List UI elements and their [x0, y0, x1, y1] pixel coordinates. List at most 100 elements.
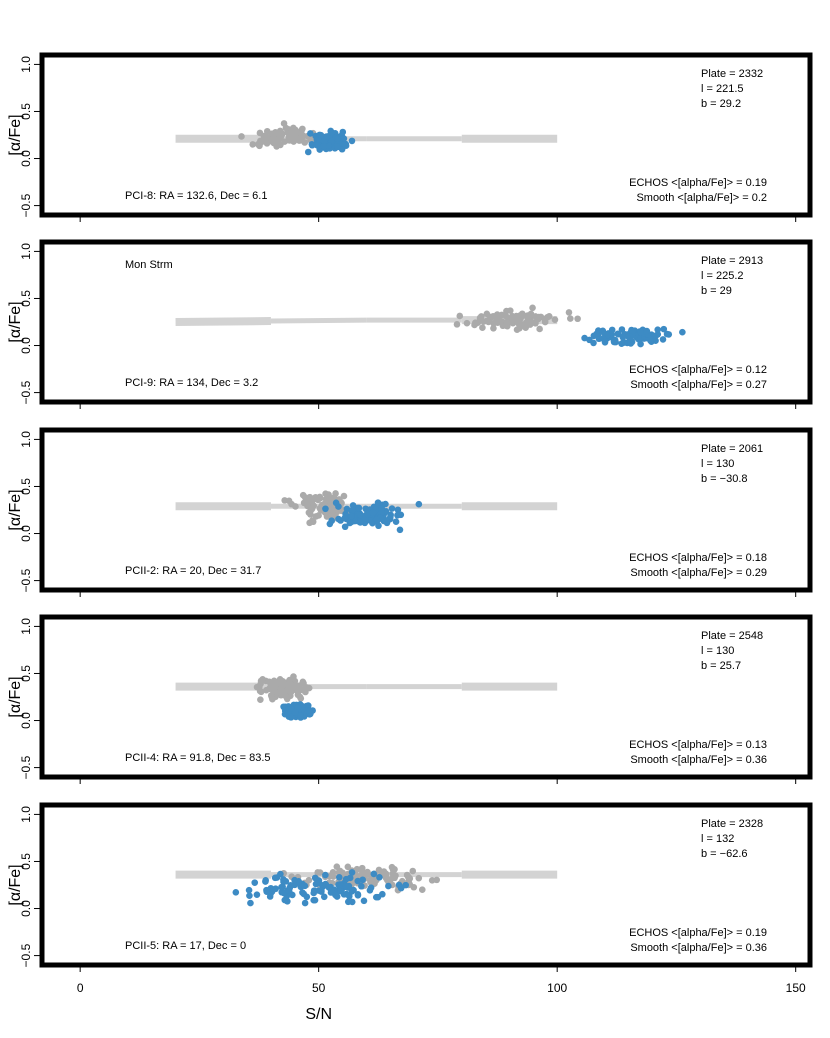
gray-point — [276, 127, 284, 135]
blue-point — [334, 143, 341, 151]
gray-point — [375, 866, 383, 874]
field-label: PCII-2: RA = 20, Dec = 31.7 — [125, 565, 261, 577]
panel-frame — [39, 239, 813, 405]
blue-point — [332, 499, 340, 507]
blue-point — [348, 888, 356, 895]
blue-point — [379, 890, 386, 898]
blue-point — [232, 889, 240, 896]
galactic-l-label: l = 130 — [701, 458, 734, 470]
gray-point — [545, 312, 553, 320]
gray-point — [522, 324, 529, 332]
blue-point — [322, 871, 329, 879]
galactic-l-label: l = 221.5 — [701, 83, 744, 95]
stream-label: Mon Strm — [125, 259, 173, 271]
plate-label: Plate = 2328 — [701, 818, 763, 830]
gray-point — [551, 316, 559, 324]
plate-label: Plate = 2913 — [701, 255, 763, 267]
gray-point — [480, 318, 488, 325]
gray-point — [418, 886, 426, 894]
blue-point — [328, 129, 336, 137]
panel-frame — [39, 802, 813, 968]
gray-point — [317, 494, 324, 502]
y-tick-label: 1.0 — [19, 243, 33, 260]
gray-point — [514, 318, 521, 326]
galactic-b-label: b = −30.8 — [701, 473, 748, 485]
blue-point — [590, 332, 598, 340]
gray-point — [506, 307, 514, 314]
blue-point — [654, 326, 662, 334]
blue-point — [395, 511, 403, 518]
gray-point — [263, 133, 271, 141]
blue-point — [247, 899, 254, 907]
blue-point — [340, 135, 348, 142]
panel-frame — [39, 427, 813, 593]
smooth-mean-label: Smooth <[alpha/Fe]> = 0.27 — [630, 379, 767, 391]
gray-point — [535, 313, 542, 321]
blue-point — [629, 327, 637, 335]
y-tick-label: 0.5 — [19, 290, 33, 307]
gray-point — [300, 679, 307, 687]
gray-point — [263, 127, 271, 135]
gray-point — [255, 683, 263, 691]
gray-point — [276, 134, 284, 142]
blue-point — [322, 505, 329, 513]
gray-point — [567, 315, 574, 322]
y-tick-label: 0.5 — [19, 478, 33, 495]
blue-point — [366, 887, 374, 894]
blue-point — [343, 890, 350, 898]
y-tick-label: 1.0 — [19, 618, 33, 635]
x-tick-label: 0 — [77, 981, 84, 995]
blue-point — [307, 130, 314, 137]
gray-point — [479, 324, 486, 332]
blue-point — [300, 890, 308, 898]
blue-point — [374, 499, 382, 506]
x-axis-title: S/N — [305, 1006, 332, 1023]
blue-point — [306, 707, 313, 715]
plate-label: Plate = 2548 — [701, 630, 763, 642]
gray-point — [388, 863, 396, 871]
blue-point — [341, 514, 349, 522]
blue-point — [325, 142, 333, 149]
smooth-line-segment — [270, 317, 367, 324]
galactic-b-label: b = 29.2 — [701, 98, 741, 110]
blue-point — [323, 133, 330, 140]
blue-point — [343, 505, 351, 513]
field-label: PCII-5: RA = 17, Dec = 0 — [125, 940, 246, 952]
blue-point — [385, 882, 392, 890]
gray-point — [269, 136, 277, 144]
blue-point — [397, 884, 405, 892]
plate-label: Plate = 2332 — [701, 68, 763, 80]
blue-point — [348, 137, 356, 145]
gray-point — [279, 690, 286, 698]
blue-point — [334, 135, 341, 142]
y-tick-label: 0.0 — [19, 150, 33, 167]
y-tick-label: −0.5 — [19, 755, 33, 779]
blue-point — [315, 879, 323, 887]
smooth-line-segment — [175, 317, 272, 326]
blue-point — [317, 131, 325, 139]
blue-point — [292, 708, 299, 716]
blue-point — [335, 515, 342, 523]
gray-point — [330, 494, 338, 501]
y-tick-label: 0.0 — [19, 900, 33, 917]
gray-point — [327, 499, 335, 507]
gray-point — [298, 686, 306, 694]
blue-point — [370, 870, 378, 878]
y-tick-label: 0.5 — [19, 665, 33, 682]
blue-point — [320, 142, 328, 150]
blue-point — [251, 879, 259, 886]
gray-point — [256, 129, 264, 137]
blue-point — [396, 526, 404, 534]
gray-point — [330, 511, 337, 519]
gray-point — [299, 125, 306, 133]
x-tick-label: 50 — [312, 981, 326, 995]
gray-point — [330, 873, 337, 880]
blue-point — [262, 877, 269, 884]
gray-point — [528, 318, 536, 326]
gray-point — [333, 863, 341, 870]
gray-point — [267, 692, 275, 699]
blue-point — [344, 898, 352, 906]
